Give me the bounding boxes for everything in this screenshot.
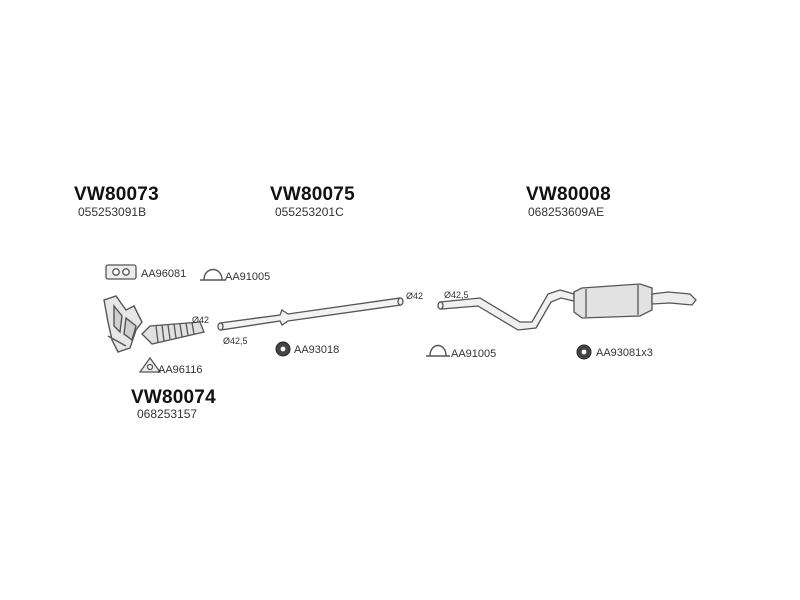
part-code-vw80075: VW80075 (270, 184, 355, 205)
fitting-label: AA91005 (225, 271, 271, 283)
diameter-label: Ø42 (406, 291, 424, 301)
part-code-vw80073: VW80073 (74, 184, 159, 205)
oem-number-vw80073: 055253091B (78, 205, 147, 219)
rubber-mount-icon (275, 341, 291, 357)
fitting-label: AA96081 (141, 268, 187, 280)
oem-number-vw80075: 055253201C (275, 205, 344, 219)
flex-pipe (141, 321, 205, 345)
diameter-label: Ø42,5 (223, 336, 248, 346)
fitting-label: AA93018 (294, 344, 340, 356)
clamp-icon (426, 344, 450, 357)
part-code-vw80074: VW80074 (131, 387, 216, 408)
fitting-label: AA96116 (158, 364, 203, 376)
oem-number-vw80074: 068253157 (137, 407, 198, 421)
part-code-vw80008: VW80008 (526, 184, 611, 205)
oem-number-vw80008: 068253609AE (528, 205, 605, 219)
front-pipe-catalyst (103, 295, 143, 353)
gasket-icon (105, 264, 137, 280)
diameter-label: Ø42 (192, 315, 210, 325)
diameter-label: Ø42,5 (444, 290, 469, 300)
fitting-label: AA93081x3 (596, 347, 653, 359)
clamp-icon (200, 268, 226, 281)
fitting-label: AA91005 (451, 348, 497, 360)
middle-pipe (217, 297, 404, 331)
triangle-gasket-icon (138, 356, 162, 373)
rear-silencer (437, 283, 697, 331)
rubber-mount-icon (576, 344, 592, 360)
